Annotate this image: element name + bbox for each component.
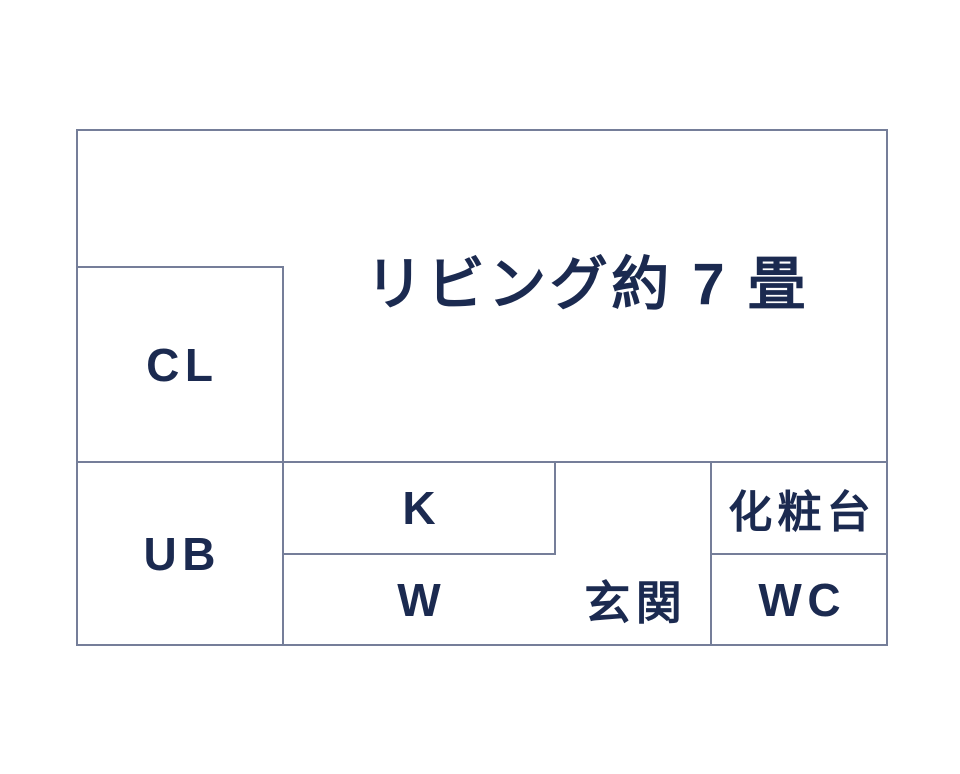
wall-left-column-divider xyxy=(282,266,284,646)
wall-kitchen-right xyxy=(554,461,556,555)
room-label-closet: CL xyxy=(146,338,219,391)
room-label-washer: W xyxy=(397,574,447,626)
room-label-vanity: 化粧台 xyxy=(728,488,877,537)
room-label-entrance: 玄関 xyxy=(584,577,688,629)
wall-toilet-top xyxy=(710,553,888,555)
room-label-unit-bath: UB xyxy=(143,528,221,580)
wall-bottom-band-divider xyxy=(76,461,888,463)
outer-wall xyxy=(76,129,888,646)
room-label-living: リビング約 7 畳 xyxy=(365,252,810,317)
wall-closet-top xyxy=(76,266,284,268)
room-label-kitchen: K xyxy=(402,482,442,534)
room-label-toilet: WC xyxy=(758,574,847,626)
wall-kitchen-bottom xyxy=(282,553,556,555)
